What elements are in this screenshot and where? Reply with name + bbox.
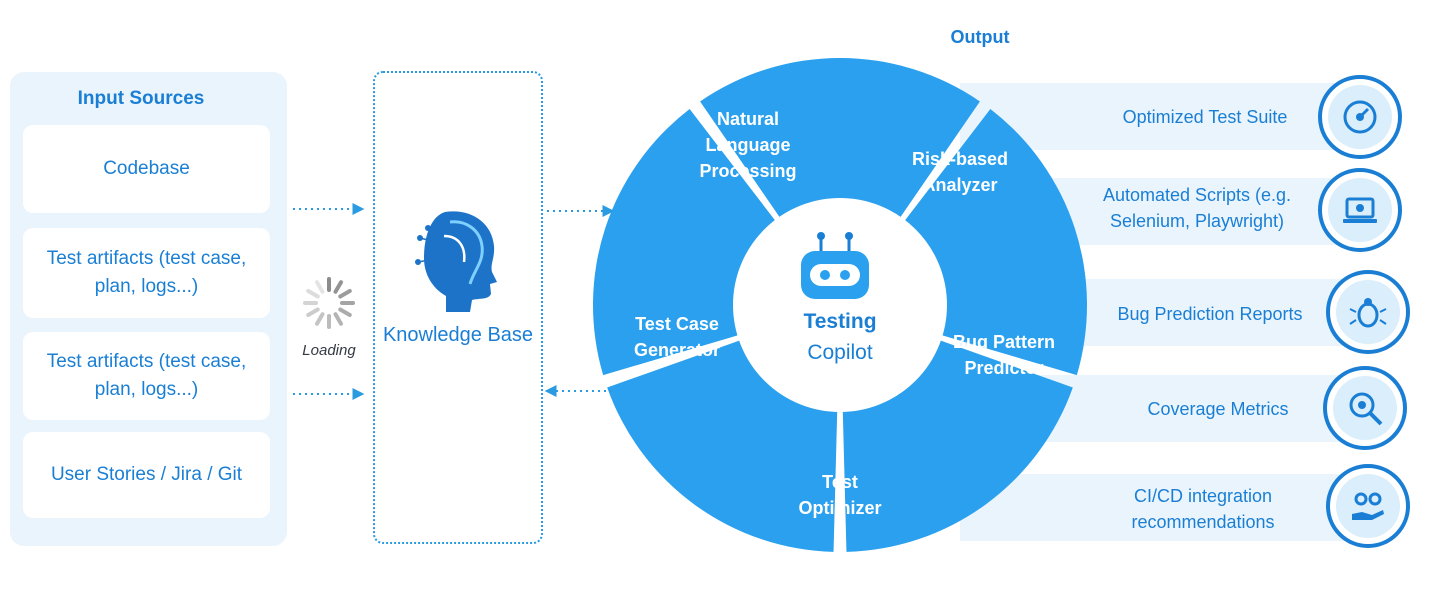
input-source-user-stories: User Stories / Jira / Git [23,432,270,518]
spinner-tick [338,307,352,317]
output-title: Output [950,27,1010,47]
output-band [960,83,1360,150]
laptop-gear-icon [1318,168,1402,252]
spinner-tick [306,307,320,317]
ai-head-icon [415,211,497,312]
spinner-tick [333,280,343,294]
hand-gears-icon [1326,464,1410,548]
segment-label: Analyzer [922,175,997,195]
input-sources-title: Input Sources [77,88,205,109]
segment-label: Bug Pattern [953,332,1055,352]
copilot-segment [903,109,1087,376]
segment-label: Test Case [635,314,719,334]
bug-icon [1326,270,1410,354]
segment-label: Language [705,135,790,155]
magnifier-gear-icon [1323,366,1407,450]
copilot-center-disc [733,198,947,412]
spinner-tick [315,280,325,294]
input-source-test-artifacts-2: Test artifacts (test case, plan, logs...… [23,332,270,420]
connector-arrows [293,203,615,400]
robot-icon [801,232,869,299]
loading-spinner-icon [303,277,355,329]
input-source-test-artifacts: Test artifacts (test case, plan, logs...… [23,228,270,318]
segment-label: Predictor [964,358,1043,378]
input-source-label: Test artifacts (test case, plan, logs...… [46,248,247,297]
knowledge-base-box [373,71,543,544]
copilot-segment [593,109,777,376]
copilot-segment [700,58,980,219]
input-source-label: Test artifacts (test case, plan, logs...… [46,351,247,400]
gauge-gear-icon [1318,75,1402,159]
input-source-label: User Stories / Jira / Git [50,464,243,485]
output-item-label: Automated Scripts (e.g. Selenium, Playwr… [1102,185,1292,231]
output-band [960,474,1360,541]
segment-label: Optimizer [798,498,881,518]
copilot-subtitle: Copilot [807,341,873,364]
segment-label: Risk-based [912,149,1008,169]
output-item-label: Optimized Test Suite [1122,107,1288,127]
output-item-label: Bug Prediction Reports [1117,304,1303,324]
segment-label: Natural [717,109,779,129]
segment-label: Generator [634,340,720,360]
output-item-label: Coverage Metrics [1147,399,1289,419]
copilot-title: Testing [803,310,877,333]
knowledge-base-label: Knowledge Base [382,324,534,346]
spinner-tick [315,312,325,326]
segment-label: Test [822,472,858,492]
input-source-label: Codebase [103,158,190,179]
input-source-codebase: Codebase [23,125,270,213]
segment-label: Processing [699,161,796,181]
output-item-label: CI/CD integration recommendations [1131,486,1275,532]
loading-label: Loading [302,342,356,359]
spinner-tick [333,312,343,326]
spinner-tick [338,289,352,299]
spinner-tick [306,289,320,299]
